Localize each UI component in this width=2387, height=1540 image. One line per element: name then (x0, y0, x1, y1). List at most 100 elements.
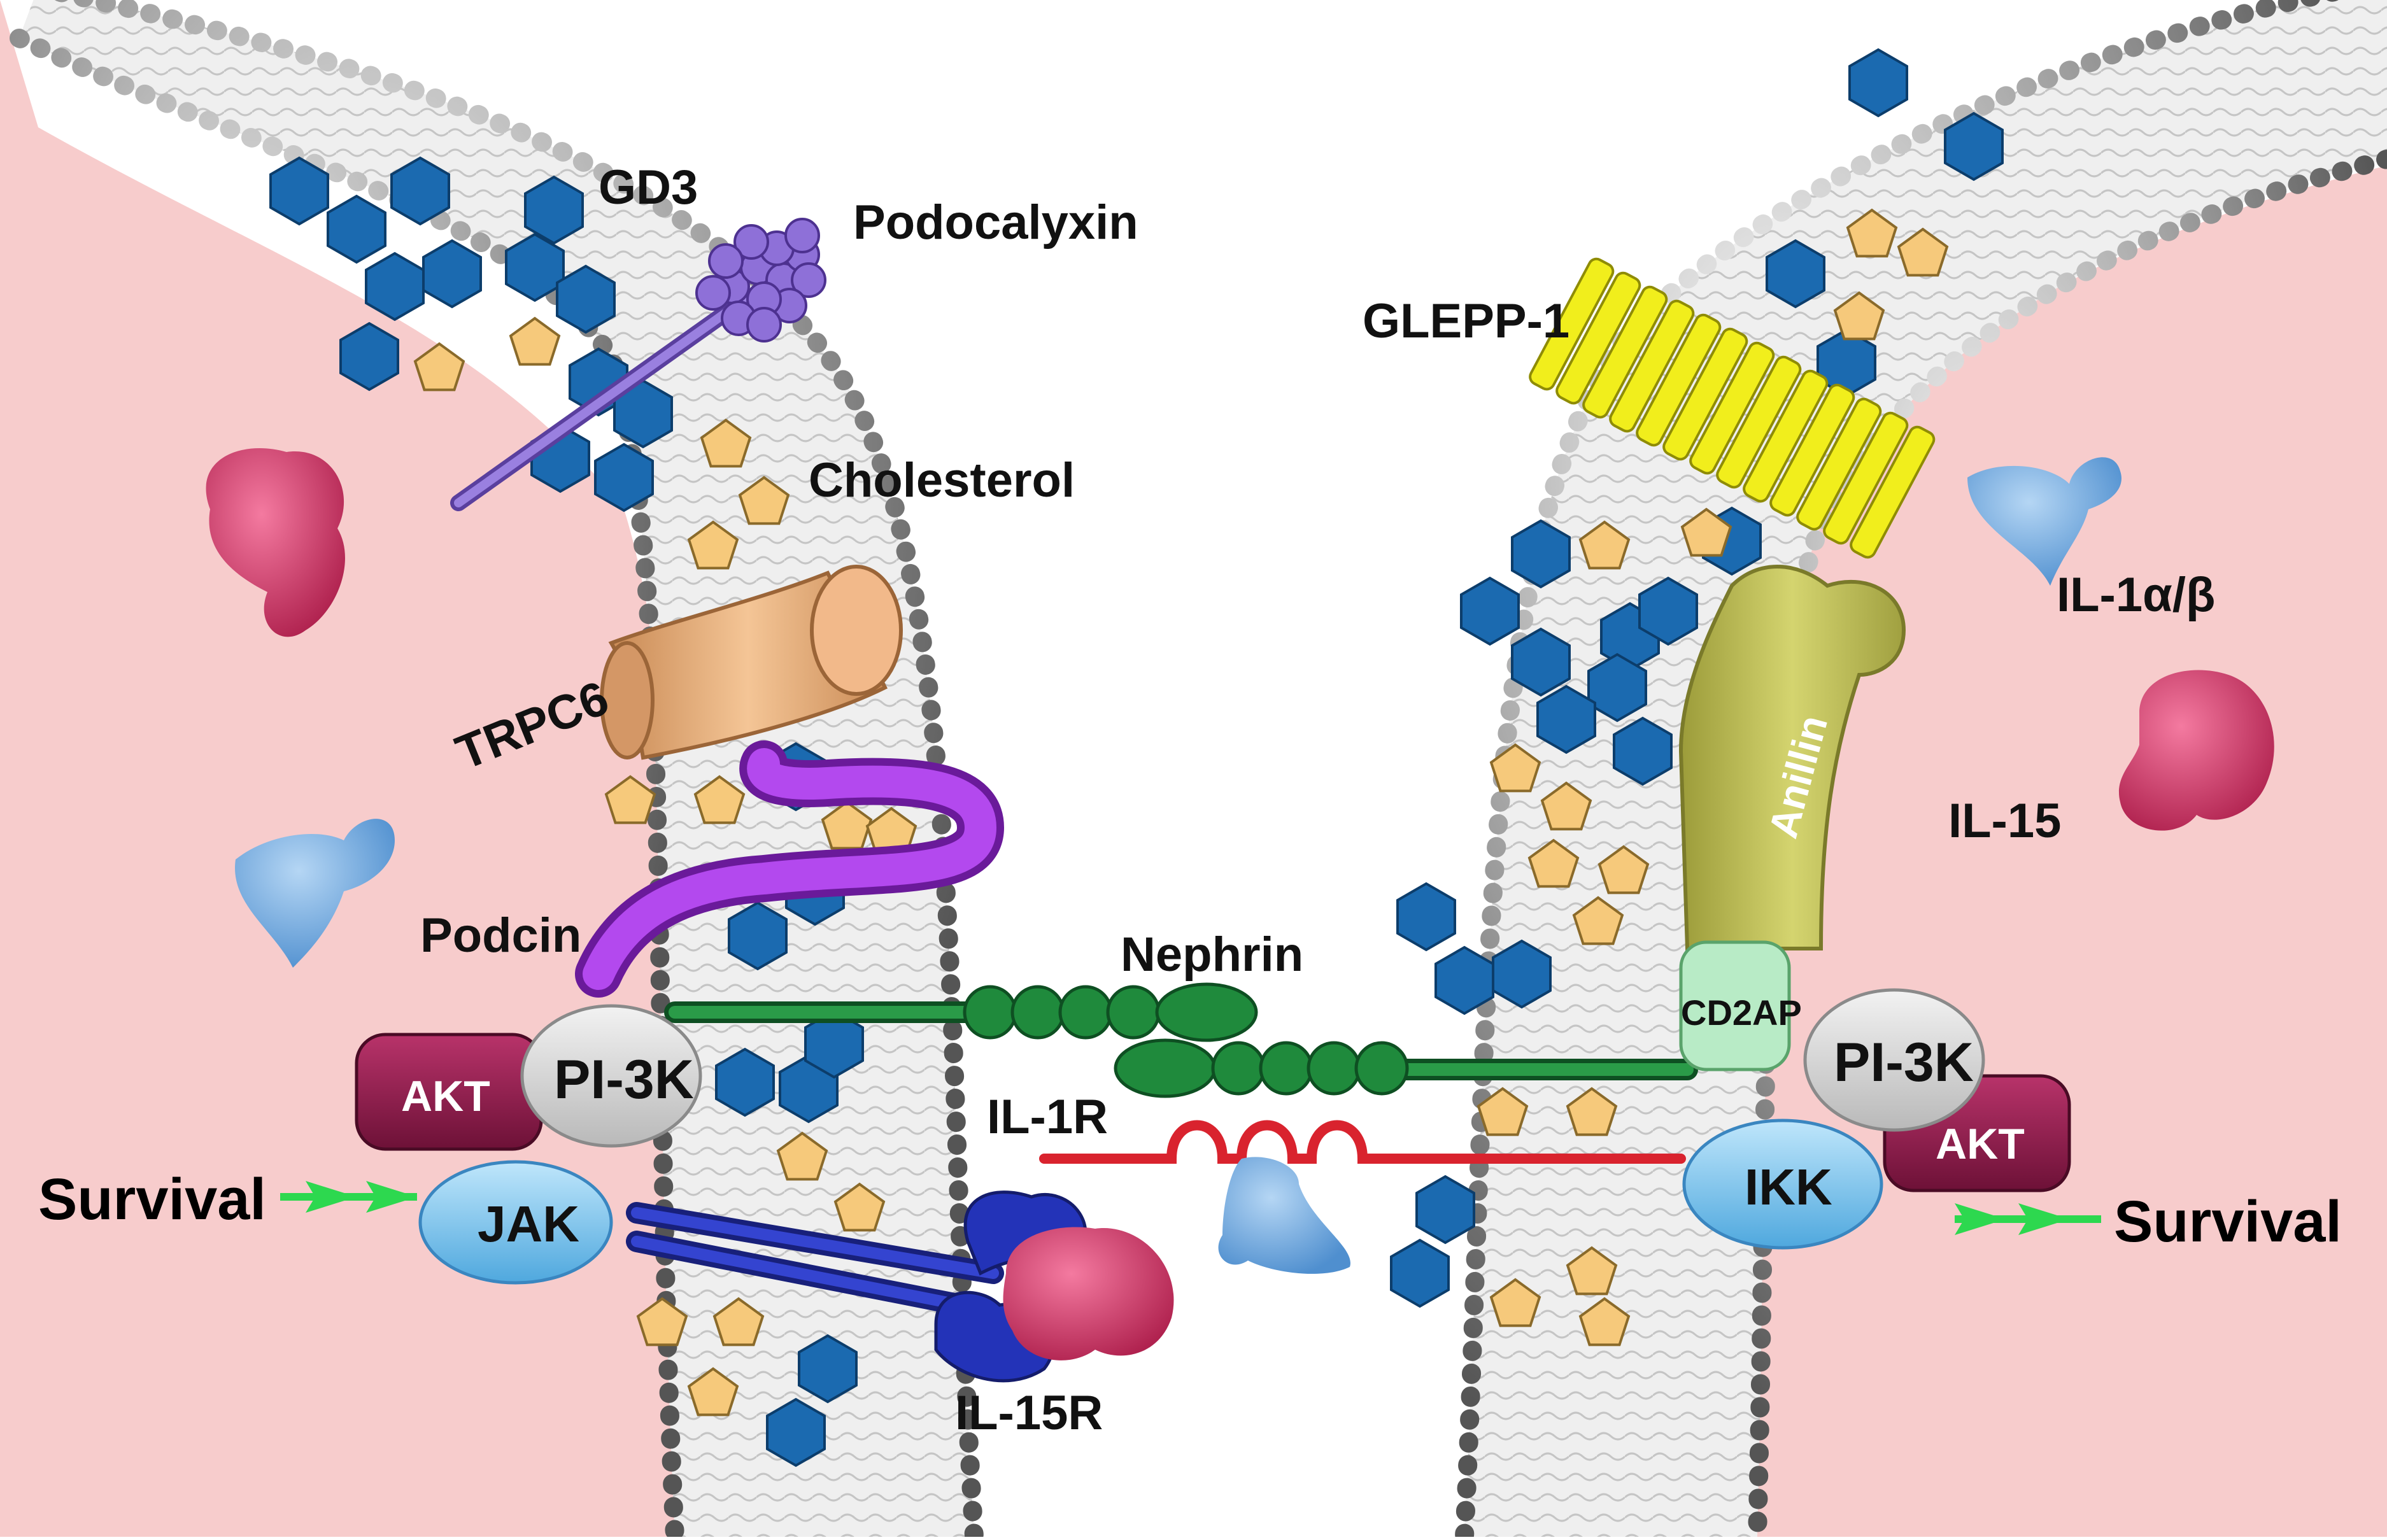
cholesterol-pentagon (1566, 1246, 1618, 1296)
cholesterol-molecules (413, 208, 1949, 1416)
podocin-label: Podcin (420, 908, 581, 963)
survival-right-label: Survival (2114, 1189, 2342, 1254)
gd3-hexagon (1511, 519, 1571, 589)
gd3-hexagon (1766, 239, 1825, 309)
survival-arrows-left (280, 1181, 417, 1213)
cholesterol-pentagon (1566, 1087, 1618, 1136)
il15r-label: IL-15R (955, 1386, 1103, 1440)
akt-left-label: AKT (401, 1072, 490, 1120)
glepp-1-segment (1555, 271, 1641, 405)
akt-right-label: AKT (1936, 1120, 2025, 1168)
il1-cytokine-left (235, 819, 395, 968)
anillin: Anillin (1678, 565, 1906, 950)
glepp-1-segment (1636, 313, 1722, 447)
podocalyxin-bead (784, 218, 820, 253)
cholesterol-pentagon (693, 775, 746, 824)
survival-left-label: Survival (38, 1167, 266, 1232)
gd3-hexagon (1944, 111, 2004, 181)
cholesterol-pentagon (776, 1131, 828, 1181)
il1r-label: IL-1R (987, 1090, 1108, 1144)
glepp-1-segment (1823, 411, 1909, 545)
cholesterol-pentagon (1897, 227, 1949, 277)
il1r (1039, 1120, 1686, 1164)
cholesterol-pentagon (821, 800, 873, 850)
glepp-1-segment (1609, 299, 1695, 433)
cholesterol-pentagon (1578, 520, 1631, 570)
glepp-1-segment (1769, 383, 1855, 517)
gd3-hexagon (1390, 1238, 1450, 1308)
gd3-hexagon (728, 901, 788, 971)
glepp-1-segment (1716, 355, 1802, 489)
cholesterol-pentagon (1540, 781, 1592, 831)
pi3k-right-label: PI-3K (1834, 1032, 1974, 1093)
trpc6-channel (600, 565, 903, 760)
podocalyxin-head (695, 218, 826, 343)
cholesterol-pentagon (636, 1297, 688, 1346)
gd3-hexagon (505, 232, 565, 302)
left-membrane-lipids (19, 0, 974, 1537)
cholesterol-pentagon (413, 342, 465, 392)
gd3-hexagon (1396, 882, 1456, 952)
gd3-hexagon (1613, 716, 1673, 786)
gd3-hexagon (422, 239, 482, 309)
podocalyxin (450, 218, 826, 511)
cholesterol-pentagon (712, 1297, 765, 1346)
cd2ap-label: CD2AP (1681, 993, 1802, 1033)
gd3-hexagon (715, 1047, 775, 1117)
akt-left: AKT (355, 1033, 543, 1151)
glepp-1-segment (1529, 257, 1615, 391)
gd3-hexagon (1536, 684, 1596, 754)
podocalyxin-bead (695, 275, 731, 311)
gd3-hexagon (798, 1334, 858, 1404)
cd2ap: CD2AP (1679, 940, 1802, 1071)
jak: JAK (418, 1160, 613, 1285)
glepp1-label: GLEPP-1 (1363, 294, 1569, 348)
il15-label: IL-15 (1948, 794, 2061, 848)
ikk-label: IKK (1745, 1159, 1832, 1215)
ikk: IKK (1682, 1119, 1883, 1250)
il1-cytokine-bound (1218, 1157, 1350, 1274)
cholesterol-pentagon (1489, 743, 1541, 793)
cholesterol-pentagon (1846, 208, 1898, 258)
cholesterol-pentagon (509, 316, 561, 366)
podocalyxin-label: Podocalyxin (853, 195, 1138, 250)
left-membrane-inner-edge (51, 0, 984, 1540)
glepp-1-segment (1689, 341, 1775, 475)
nephrin-label: Nephrin (1121, 928, 1303, 982)
pi3k-left: PI-3K (520, 1004, 702, 1148)
gd3-hexagon (1848, 48, 1908, 118)
left-cell-cytoplasm (0, 0, 700, 1537)
cholesterol-pentagon (1833, 291, 1885, 341)
cholesterol-label: Cholesterol (809, 453, 1075, 507)
cholesterol-pentagon (687, 1367, 739, 1416)
podocin (575, 740, 1005, 998)
gd3-hexagon (594, 442, 654, 512)
pi3k-left-label: PI-3K (554, 1049, 694, 1110)
podocalyxin-bead (708, 243, 744, 279)
glepp-1-segment (1582, 285, 1668, 419)
gd3-hexagon (1415, 1175, 1475, 1245)
il15-cytokine-bound (1003, 1227, 1174, 1360)
gd3-hexagon (1460, 576, 1520, 646)
il1-cytokine-right (1967, 457, 2121, 586)
cholesterol-pentagon (833, 1182, 886, 1232)
survival-arrows-right (1955, 1203, 2101, 1235)
gd3-label: GD3 (599, 160, 698, 215)
podocalyxin-bead (791, 262, 826, 298)
il15-cytokine-top-left (206, 448, 345, 637)
right-membrane-inner-edge (1748, 150, 2387, 1540)
gd3-hexagon (524, 175, 584, 245)
podocalyxin-bead (733, 224, 769, 260)
glepp-1 (1529, 257, 1936, 559)
glepp-1-segment (1743, 369, 1829, 503)
glepp-1-segment (1796, 397, 1882, 531)
cholesterol-pentagon (687, 520, 739, 570)
gd3-hexagon (327, 194, 386, 264)
cholesterol-pentagon (1597, 845, 1650, 894)
nephrin (664, 982, 1698, 1098)
cholesterol-pentagon (738, 476, 790, 525)
gd3-hexagon (1638, 576, 1698, 646)
gd3-hexagon (556, 264, 616, 334)
gd3-hexagon (339, 321, 399, 392)
